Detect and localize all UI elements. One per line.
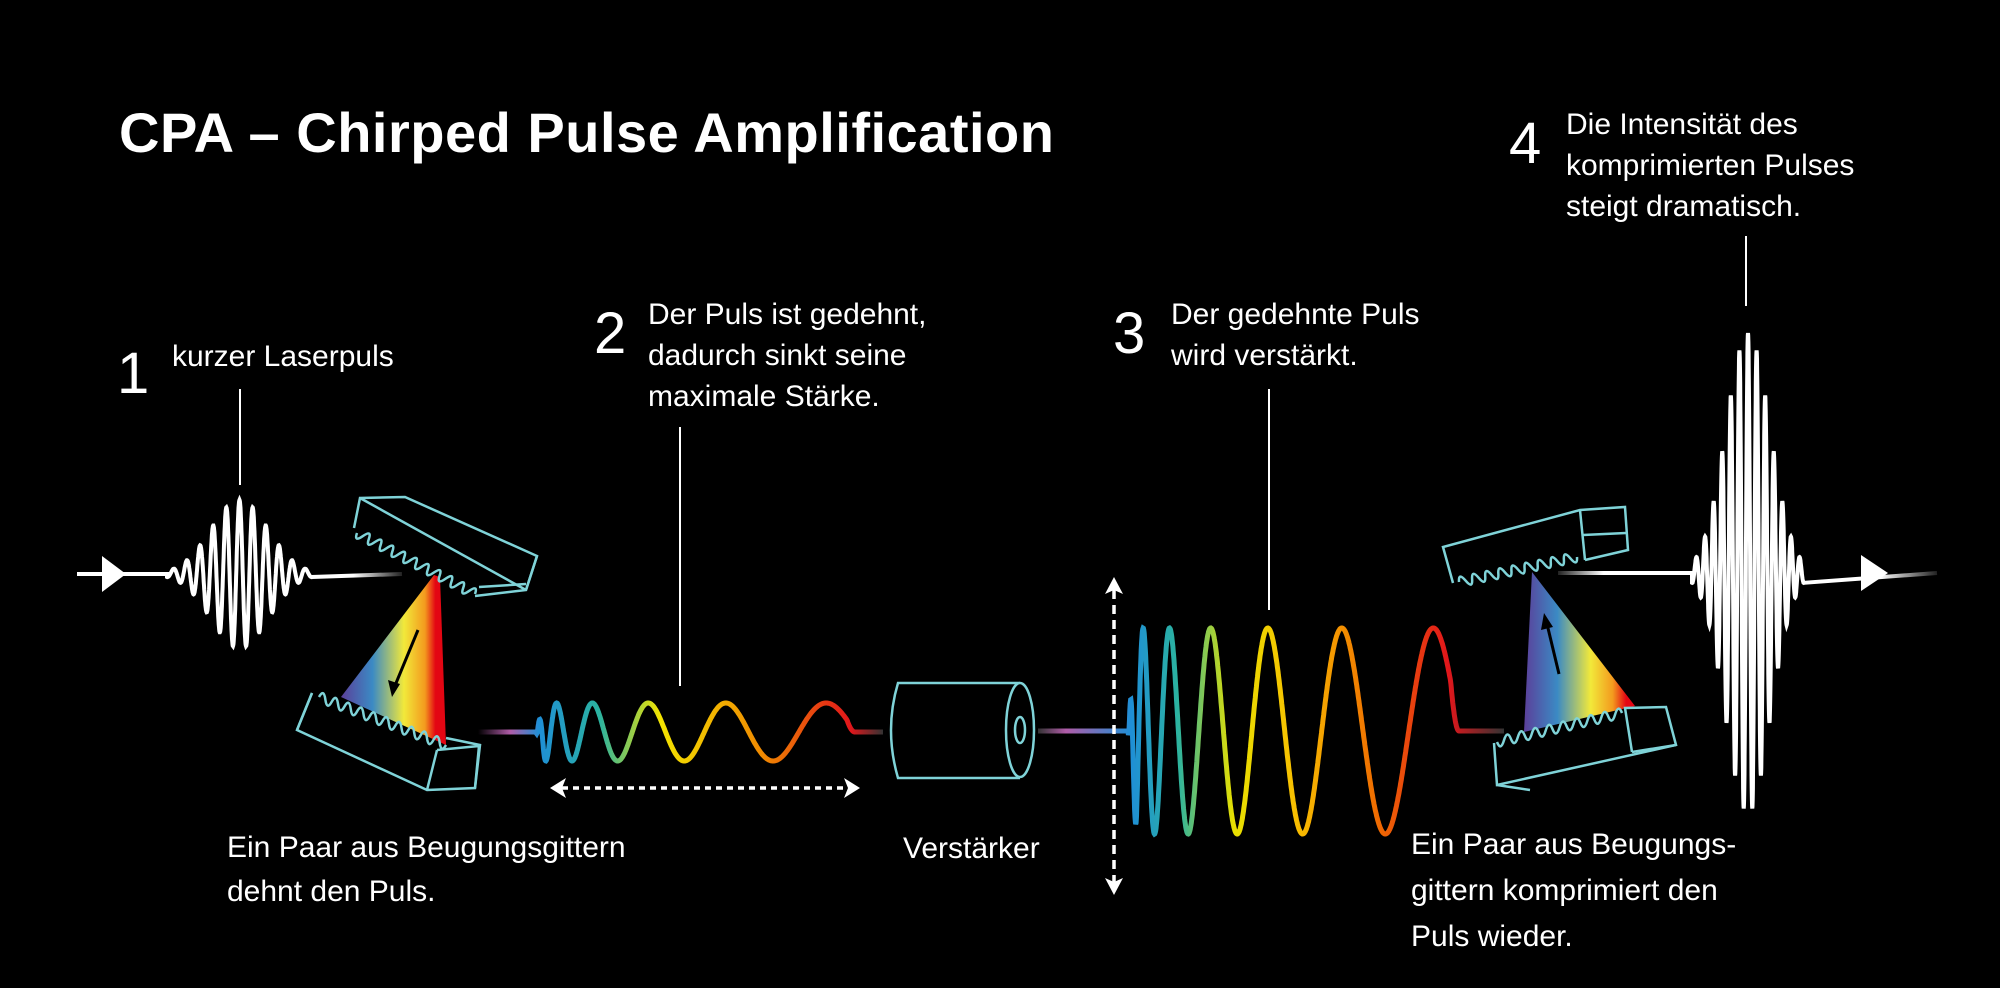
compressed-high-intensity-pulse xyxy=(1558,332,1938,809)
step-2-number: 2 xyxy=(594,301,627,366)
amplitude-arrow xyxy=(1105,577,1123,895)
stretcher-fan xyxy=(341,575,446,745)
compressor-fan xyxy=(1524,572,1635,732)
amplifier-icon xyxy=(889,681,1036,780)
stretcher-grating-bottom xyxy=(295,691,482,792)
amplifier-caption: Verstärker xyxy=(903,832,1040,865)
compress-arrowhead-icon xyxy=(1541,613,1553,630)
page-title: CPA – Chirped Pulse Amplification xyxy=(119,101,1055,164)
step-2-text: Der Puls ist gedehnt,dadurch sinkt seine… xyxy=(648,298,927,413)
stretch-direction-arrow xyxy=(392,629,420,689)
input-arrow-icon xyxy=(102,556,126,592)
step-1-number: 1 xyxy=(117,341,150,406)
short-laser-pulse xyxy=(77,494,403,651)
step-1-text: kurzer Laserpuls xyxy=(172,340,394,373)
stretcher-grating-top xyxy=(352,495,539,598)
compressor-grating-bottom xyxy=(1492,705,1678,792)
stretched-pulse xyxy=(478,700,883,764)
compressor-caption: Ein Paar aus Beugungs-gittern komprimier… xyxy=(1411,828,1737,953)
pulse-length-arrow xyxy=(550,778,860,798)
step-3-number: 3 xyxy=(1113,301,1146,366)
compressor-grating-top xyxy=(1441,505,1630,586)
amplified-stretched-pulse xyxy=(1038,624,1504,838)
compress-direction-arrow xyxy=(1545,623,1561,675)
step-4-number: 4 xyxy=(1509,111,1542,176)
output-arrow-icon xyxy=(1861,555,1888,591)
stretch-arrowhead-icon xyxy=(388,680,400,697)
